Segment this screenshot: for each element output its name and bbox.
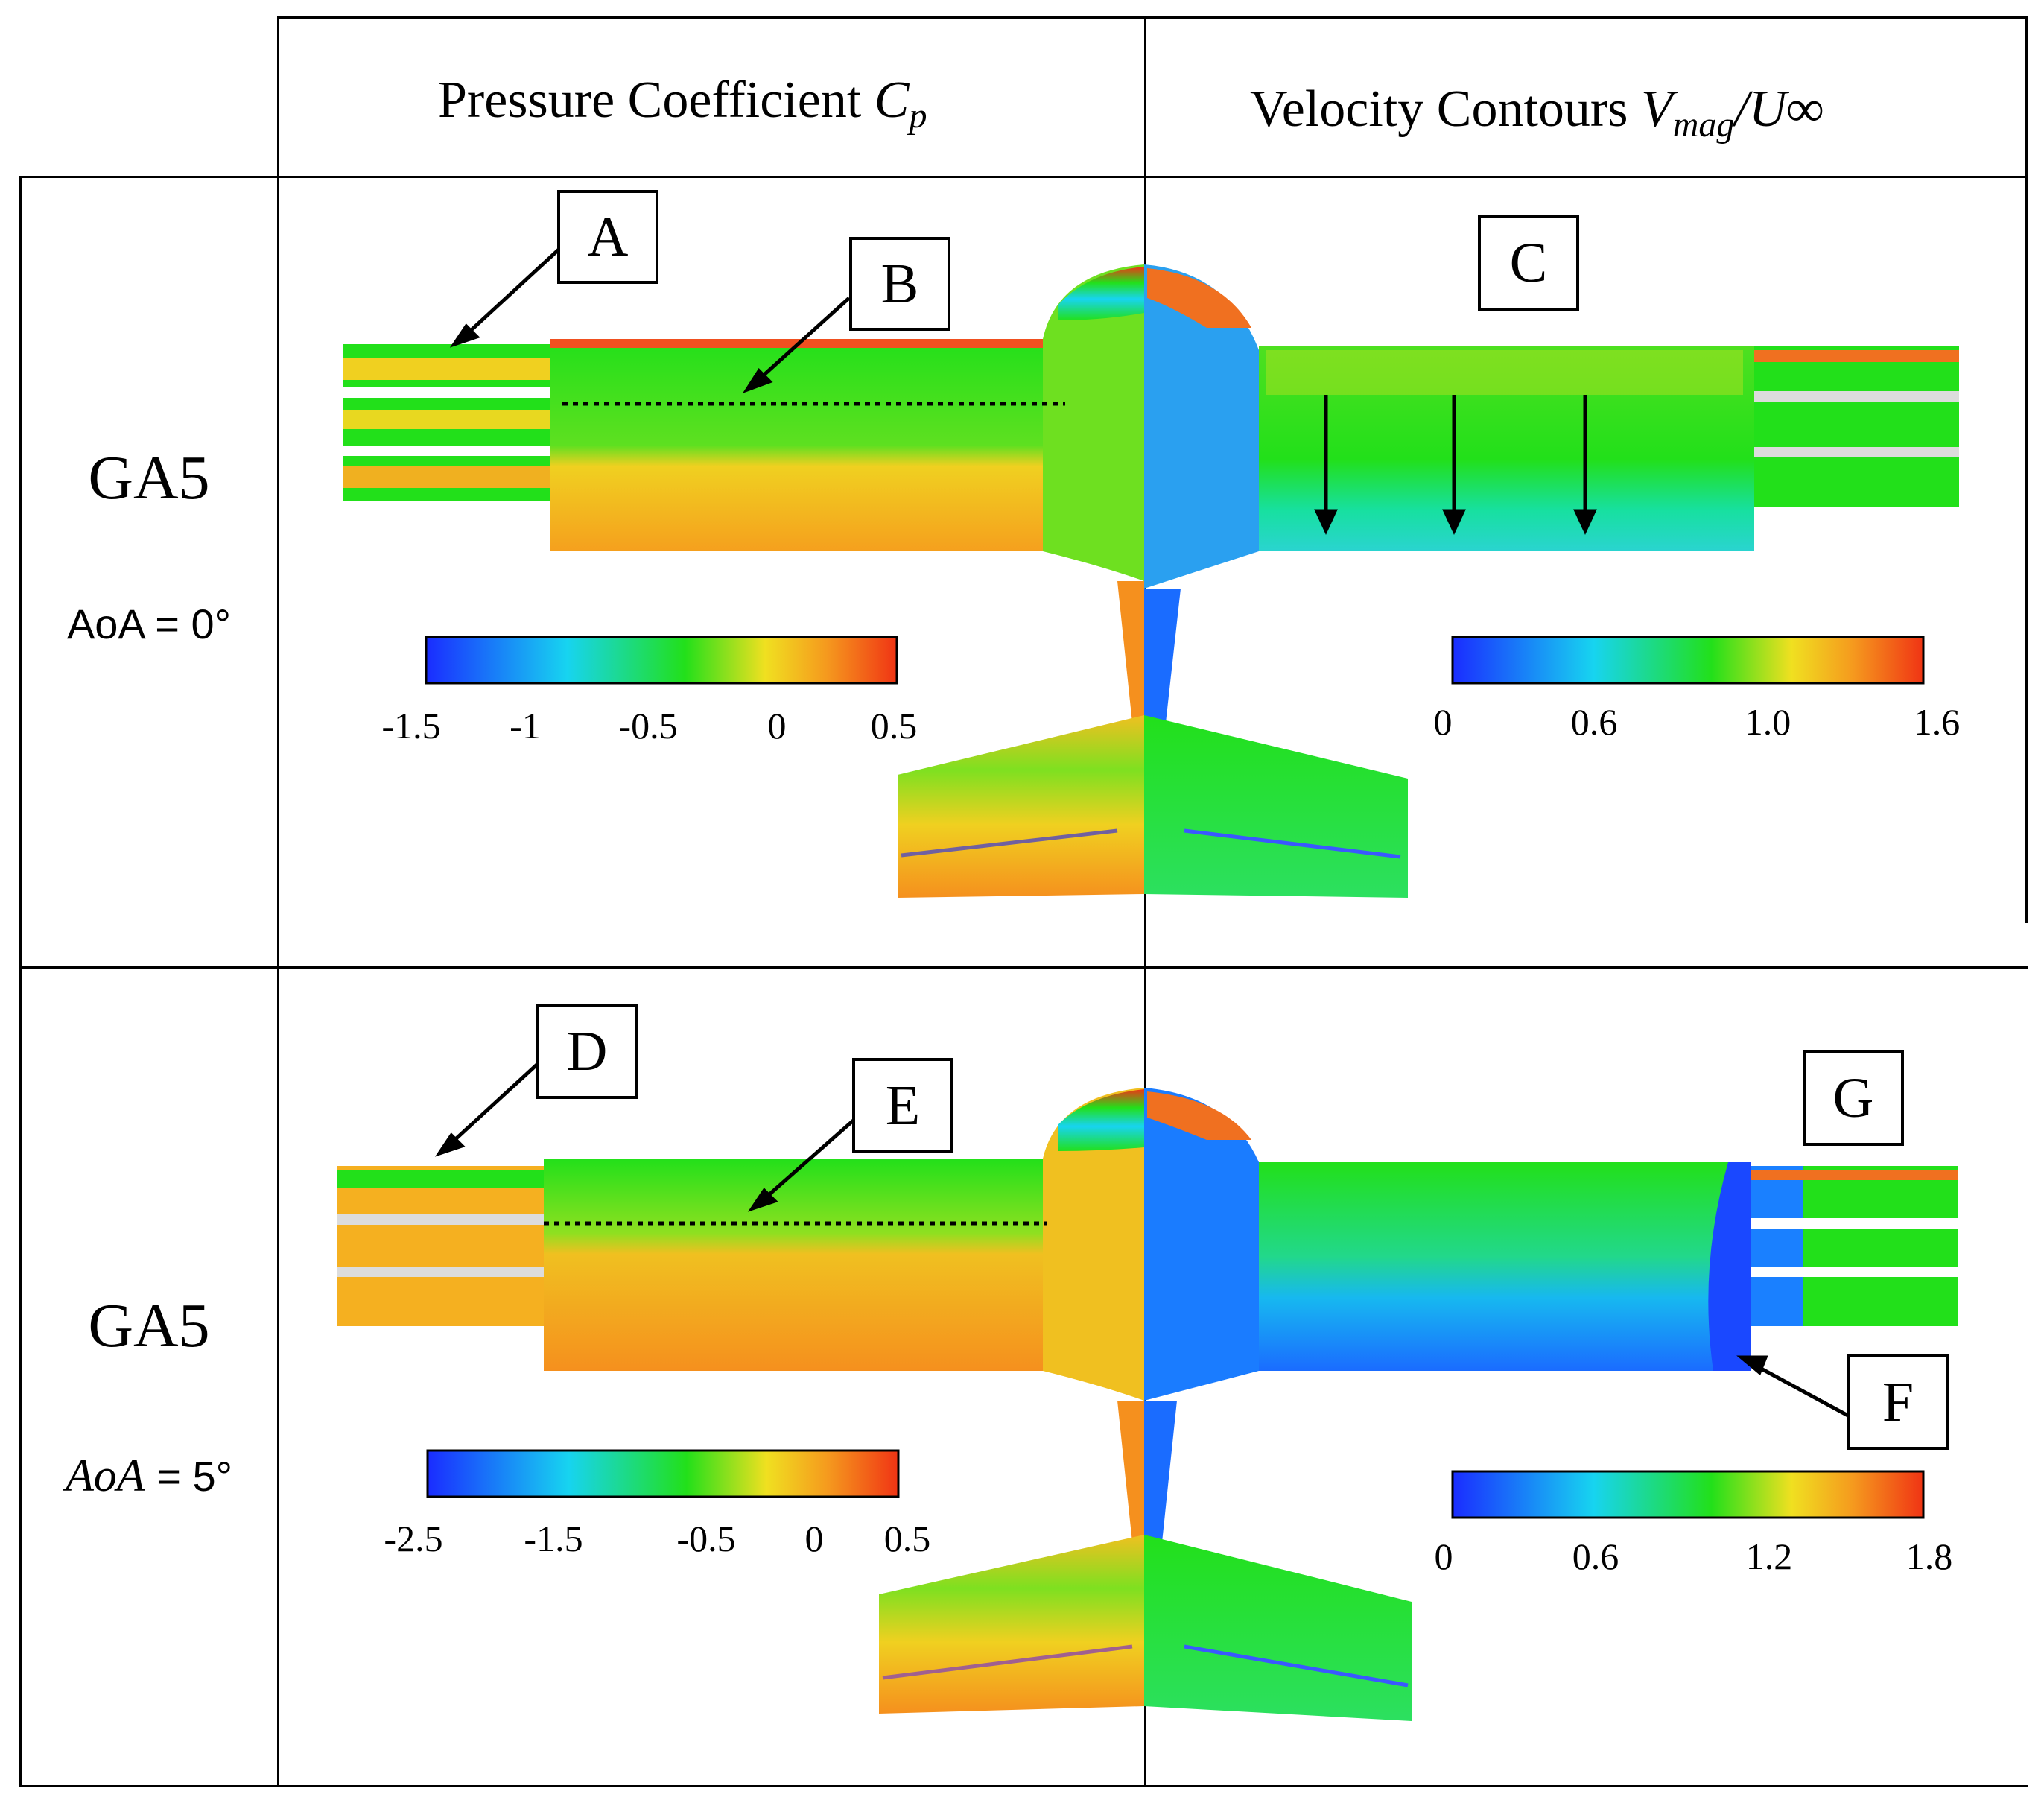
grid-right-line (2025, 16, 2028, 923)
callout-box-e: E (852, 1058, 953, 1153)
velocity-column-header: Velocity Contours Vmag/U∞ (1250, 83, 1824, 143)
row1-vel-tick: 1.6 (1913, 701, 1961, 743)
row1-cp-tick: -1.5 (381, 705, 441, 747)
row2-cp-tick: 0.5 (883, 1518, 931, 1559)
row1-cp-model (343, 264, 1144, 898)
cp-header-subscript: p (909, 96, 927, 136)
row1-cp-tick: 0.5 (870, 705, 918, 747)
row1-aoa-label: AoA = 0° (66, 600, 232, 647)
callout-box-c: C (1478, 215, 1579, 311)
cp-header-title: Pressure Coefficient (438, 72, 862, 129)
row1-vel-colorbar (1451, 636, 1925, 685)
row2-cp-tick: -1.5 (524, 1518, 583, 1559)
callout-box-g: G (1803, 1050, 1904, 1146)
row1-cp-tick: -1 (510, 705, 541, 747)
row2-cp-colorbar (426, 1449, 900, 1498)
row1-callout-arrows (449, 248, 1065, 406)
row1-cp-tick: -0.5 (618, 705, 678, 747)
row2-vel-tick: 1.8 (1905, 1535, 1953, 1577)
grid-left-line (19, 176, 22, 1787)
vel-header-ratio: /U∞ (1734, 80, 1824, 138)
row2-aoa-label: AoA = 5° (37, 1453, 261, 1499)
grid-center-line (1144, 16, 1146, 1787)
row2-vel-tick: 0 (1434, 1535, 1453, 1577)
row1-cp-tick: 0 (767, 705, 787, 747)
row2-aoa-value: = 5° (145, 1453, 233, 1500)
vel-header-symbol: V (1640, 80, 1673, 138)
row1-velocity-model (1144, 264, 1959, 898)
row2-cp-tick: -2.5 (384, 1518, 443, 1559)
row1-vel-tick: 1.0 (1744, 701, 1791, 743)
vel-header-subscript: mag (1672, 105, 1735, 145)
row2-velocity-model (1144, 1088, 1958, 1721)
cp-column-header: Pressure Coefficient Cp (438, 75, 927, 134)
row2-cp-model (337, 1088, 1144, 1714)
row2-vel-tick: 1.2 (1745, 1535, 1793, 1577)
callout-box-f: F (1847, 1354, 1949, 1450)
row1-cp-colorbar (425, 636, 898, 685)
grid-top-line (277, 16, 2028, 19)
row2-cp-tick: 0 (804, 1518, 824, 1559)
callout-box-b: B (849, 237, 950, 331)
row1-downward-arrows (1314, 395, 1597, 535)
row2-vel-tick: 0.6 (1572, 1535, 1619, 1577)
row1-vel-tick: 0 (1433, 701, 1453, 743)
grid-header-bottom-line (19, 176, 2028, 178)
row2-vel-colorbar (1451, 1470, 1925, 1519)
vel-header-title: Velocity Contours (1250, 80, 1628, 138)
grid-label-column-line (277, 16, 279, 1787)
row2-model-label: GA5 (88, 1291, 210, 1360)
grid-row-divider-line (19, 966, 2028, 969)
row1-model-label: GA5 (88, 443, 210, 513)
row2-cp-tick: -0.5 (676, 1518, 736, 1559)
grid-bottom-line (19, 1785, 2028, 1787)
callout-box-a: A (557, 190, 658, 284)
cp-header-symbol: C (874, 72, 910, 129)
row2-aoa-italic: AoA (65, 1451, 145, 1501)
callout-box-d: D (536, 1004, 638, 1099)
row2-callout-arrows (434, 1060, 1856, 1422)
row1-vel-tick: 0.6 (1570, 701, 1618, 743)
